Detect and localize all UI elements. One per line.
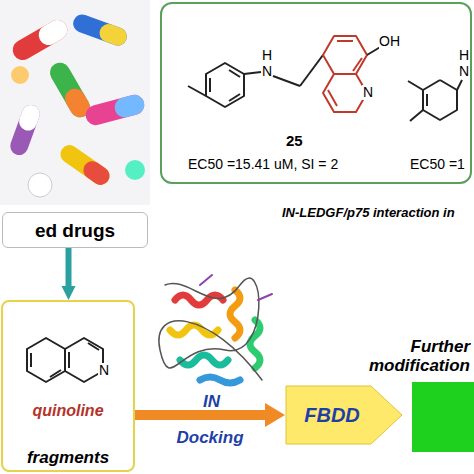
arrow-head xyxy=(265,403,285,427)
pills-photo xyxy=(0,0,150,205)
edge-label: Docking xyxy=(176,429,243,448)
tablet xyxy=(125,160,145,180)
atom-label: H xyxy=(262,48,272,63)
coil xyxy=(159,278,262,380)
compound-structure xyxy=(408,80,462,121)
atom-label: H xyxy=(459,48,469,63)
helix xyxy=(175,295,223,305)
capsule xyxy=(8,102,43,157)
process-arrow: FBDD xyxy=(285,385,403,445)
tablet xyxy=(11,66,29,84)
double-bond xyxy=(209,78,211,92)
capsule xyxy=(97,22,129,48)
benzene-ring xyxy=(206,63,244,107)
double-bond xyxy=(68,352,70,368)
fragment-box: quinoline fragments xyxy=(1,300,135,472)
capsule xyxy=(80,158,113,189)
result-box xyxy=(412,382,474,452)
connector-line xyxy=(135,410,265,420)
bond xyxy=(244,72,261,74)
atom-label: N xyxy=(459,64,469,79)
capsule xyxy=(9,16,71,63)
capsule xyxy=(17,102,43,133)
bond xyxy=(457,80,462,90)
methyl-bond xyxy=(188,86,206,96)
atom-label: N xyxy=(98,363,110,378)
protein-illustration xyxy=(159,275,272,383)
capsule xyxy=(71,12,130,48)
quinoline-ring xyxy=(27,338,65,382)
capsule xyxy=(35,16,71,48)
double-bond xyxy=(337,40,353,42)
atom-label: OH xyxy=(379,34,400,49)
helix xyxy=(200,377,240,383)
annotation-label: IN xyxy=(203,393,220,412)
atom-label: N xyxy=(362,85,374,100)
double-bond xyxy=(30,353,32,367)
double-bond xyxy=(50,370,61,377)
capsule xyxy=(57,142,113,189)
node-text: ed drugs xyxy=(3,220,147,242)
quinoline-ring xyxy=(323,36,367,74)
flow-arrow xyxy=(62,248,76,300)
double-bond xyxy=(229,94,240,101)
compound-structure xyxy=(188,55,323,107)
quinoline-highlight xyxy=(323,36,382,112)
node-text: 25 xyxy=(286,132,303,149)
benzene-ring xyxy=(423,80,457,120)
arrow-outline xyxy=(286,386,402,444)
node-text: EC50 =1 xyxy=(410,156,465,172)
quinoline-structure xyxy=(27,338,103,382)
tablet xyxy=(28,173,52,197)
annotation-label: Further modification xyxy=(330,338,470,375)
double-bond xyxy=(328,90,337,106)
node-text: fragments xyxy=(3,448,133,468)
annotation-label: IN-LEDGF/p75 interaction in xyxy=(282,206,455,220)
helix xyxy=(230,290,240,338)
coil xyxy=(200,275,272,300)
bond xyxy=(300,55,323,86)
double-bond xyxy=(88,343,99,350)
source-box: ed drugs xyxy=(2,212,148,248)
capsule xyxy=(112,93,146,120)
quinoline-ring xyxy=(323,74,367,112)
methyl-bond xyxy=(408,81,423,90)
arrow-head xyxy=(62,286,76,300)
bond xyxy=(273,76,300,86)
methyl-bond xyxy=(410,110,423,121)
node-text: EC50 =15.41 uM, SI = 2 xyxy=(188,156,338,172)
capsule xyxy=(83,93,146,128)
helix xyxy=(170,325,218,335)
double-bond xyxy=(353,58,362,71)
node-text: FBDD xyxy=(289,404,375,427)
atom-label: N xyxy=(262,64,272,79)
helix xyxy=(180,355,228,365)
node-text: quinoline xyxy=(3,402,133,420)
double-bond xyxy=(426,94,428,106)
photo-background xyxy=(0,0,150,205)
double-bond xyxy=(229,70,240,77)
connector-line xyxy=(66,248,72,286)
structure-box: 25EC50 =15.41 uM, SI = 2 EC50 =1 xyxy=(160,2,472,184)
